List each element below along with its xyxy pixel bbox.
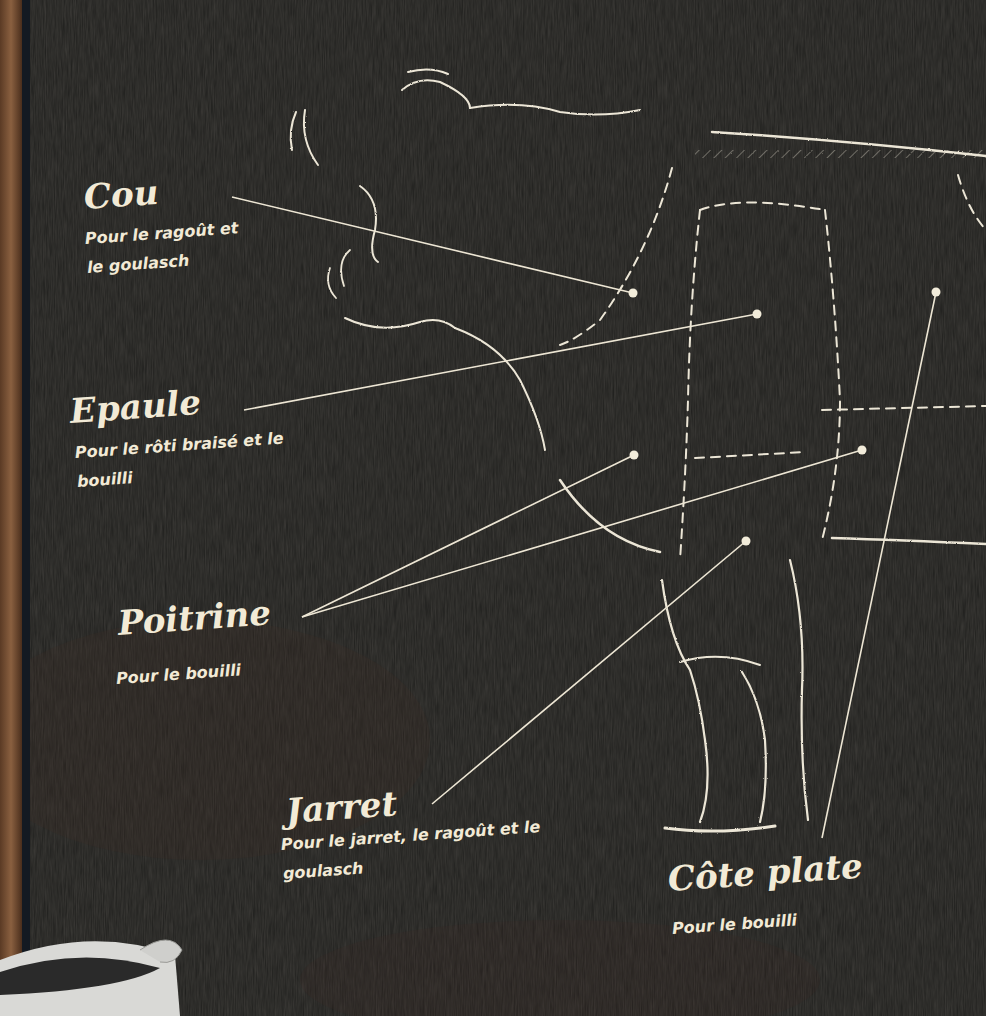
cut-usage: Pour le rôti braisé et le bouilli xyxy=(74,423,290,496)
cow-face xyxy=(360,186,378,262)
cut-name: Poitrine xyxy=(117,589,339,642)
cut-name: Cou xyxy=(83,164,285,216)
cow-head-top xyxy=(470,105,640,115)
shoulder-cut-line xyxy=(680,210,700,560)
leader-dot xyxy=(932,288,941,297)
shoulder-cut-line xyxy=(700,203,825,211)
cow-knee xyxy=(680,657,760,665)
cow-front-leg xyxy=(662,580,708,822)
back-hatching xyxy=(695,150,986,158)
cow-chest xyxy=(560,480,660,552)
cow-head-top xyxy=(402,80,470,108)
leader-line xyxy=(232,197,633,293)
cut-usage: Pour le bouilli xyxy=(115,650,317,693)
cow-front-leg xyxy=(742,672,766,822)
leader-line xyxy=(302,455,634,617)
frame-edge xyxy=(22,0,30,1016)
rib-cut-line xyxy=(958,175,986,230)
brisket-cut-line xyxy=(695,452,805,458)
cow-ear xyxy=(304,110,318,165)
neck-cut-line xyxy=(560,168,672,345)
leader-line xyxy=(244,314,757,410)
leader-dots xyxy=(629,288,941,546)
flank-cut-line xyxy=(822,406,986,410)
cow-horn xyxy=(408,69,448,74)
leader-dot xyxy=(629,289,638,298)
shoulder-cut-line xyxy=(822,210,840,540)
cut-usage: Pour le bouilli xyxy=(671,900,873,943)
cow-sketch xyxy=(291,69,986,831)
leader-line xyxy=(302,450,862,617)
leader-dot xyxy=(742,537,751,546)
cut-lines xyxy=(560,168,986,560)
cow-belly xyxy=(832,538,986,544)
cow-nostril xyxy=(341,250,350,286)
cow-hind-leg xyxy=(790,560,808,820)
leader-dot xyxy=(858,446,867,455)
leader-dot xyxy=(753,310,762,319)
pot-inside xyxy=(0,957,160,995)
cow-hoof xyxy=(665,826,775,831)
cut-name: Epaule xyxy=(69,377,291,430)
cow-throat xyxy=(455,328,545,450)
cow-jaw xyxy=(345,318,455,328)
cut-name: Côte plate xyxy=(667,843,909,898)
leader-line xyxy=(822,292,936,838)
pot-handle xyxy=(140,940,182,963)
cow-ear xyxy=(291,112,296,150)
cut-usage: Pour le ragoût et le goulasch xyxy=(84,213,246,282)
cow-nostril xyxy=(328,268,336,298)
leader-line xyxy=(432,541,746,804)
wood-frame xyxy=(0,0,22,1016)
cooking-pot xyxy=(0,940,182,1016)
leader-lines xyxy=(232,197,936,838)
leader-dot xyxy=(630,451,639,460)
